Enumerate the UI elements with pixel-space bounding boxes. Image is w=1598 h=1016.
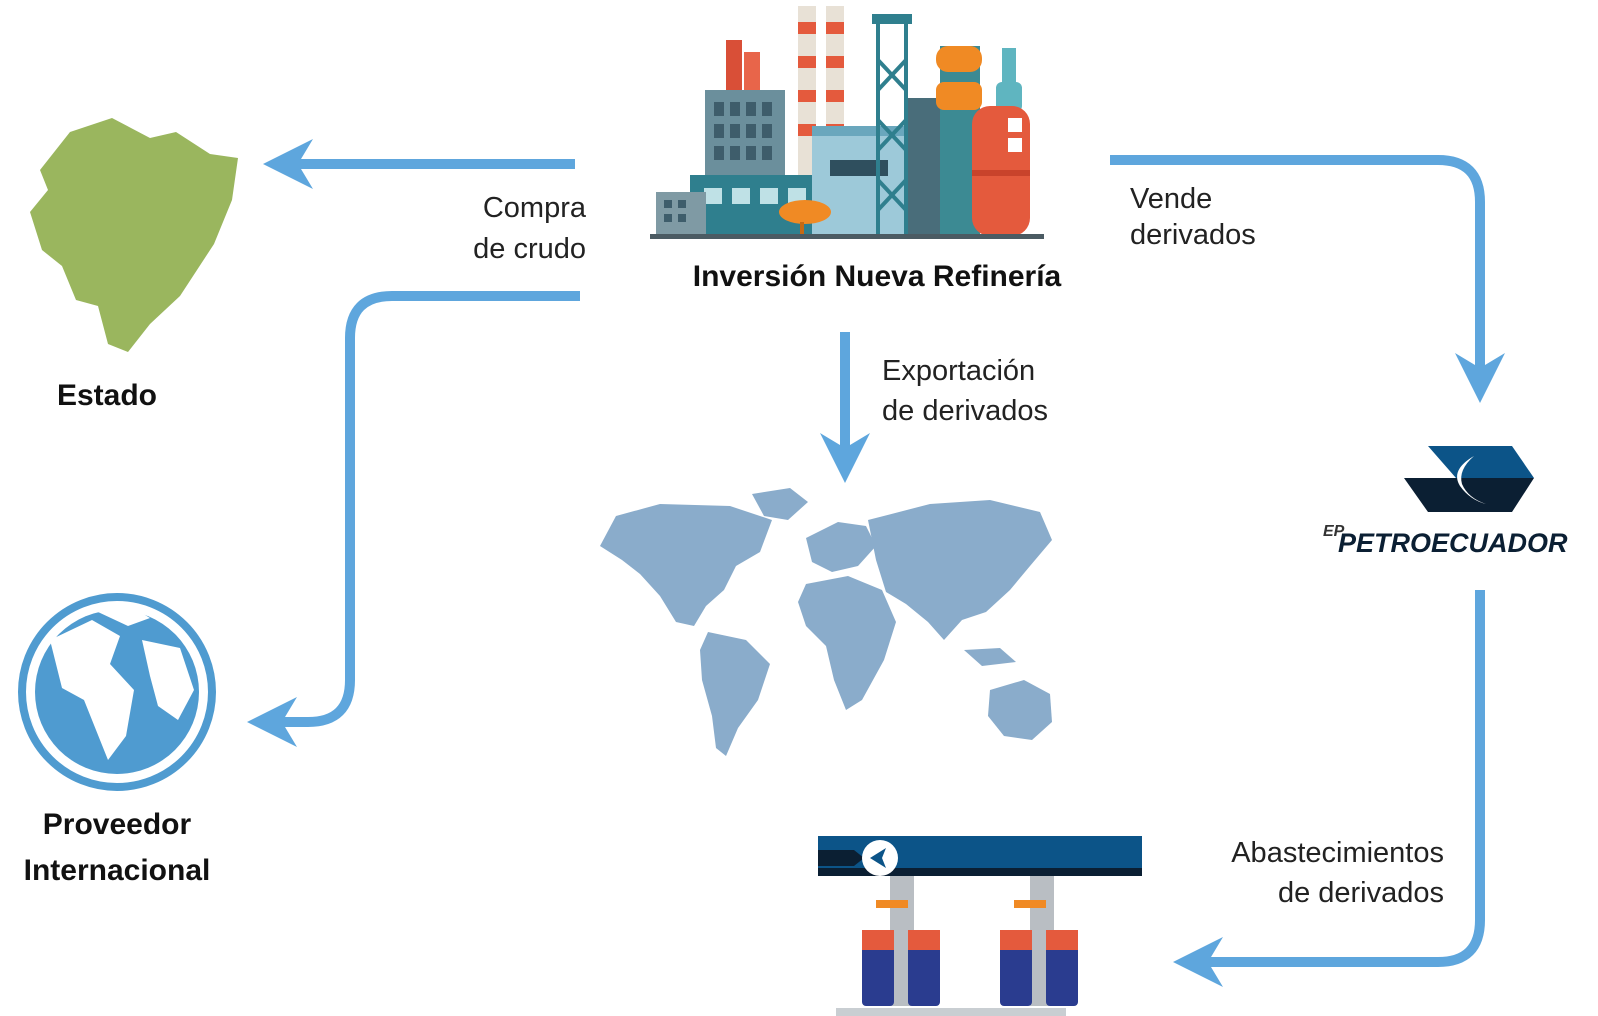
continent-africa <box>798 576 896 710</box>
supply-label-line1: Abastecimientos <box>1231 837 1444 869</box>
continent-europe <box>806 522 876 572</box>
export-label-line1: Exportación <box>882 355 1035 387</box>
arrow-petroecuador-to-station <box>1173 590 1485 987</box>
arrow-refinery-to-provider <box>247 291 580 747</box>
continent-asia <box>868 500 1052 640</box>
continent-north-america <box>600 504 772 626</box>
continent-islands <box>964 648 1016 666</box>
continent-south-america <box>700 632 770 756</box>
petroecuador-prefix: EP <box>1323 523 1345 540</box>
gas-station-icon <box>818 836 1142 1016</box>
vende-label-line1: Vende <box>1130 183 1212 215</box>
petroecuador-logo: EP PETROECUADOR <box>1323 446 1568 558</box>
compra-label-line2: de crudo <box>473 233 586 265</box>
arrow-refinery-to-petroecuador <box>1110 155 1505 403</box>
petroecuador-wordmark: PETROECUADOR <box>1338 528 1568 558</box>
refinery-icon <box>650 6 1044 239</box>
arrows <box>247 139 1505 987</box>
world-map-icon <box>600 488 1052 756</box>
provider-label-line1: Proveedor <box>43 808 192 841</box>
export-label-line2: de derivados <box>882 395 1048 427</box>
compra-label-line1: Compra <box>483 192 587 224</box>
continent-australia <box>988 680 1052 740</box>
estado-label: Estado <box>57 379 157 412</box>
ecuador-map-icon <box>30 118 238 352</box>
supply-label-line2: de derivados <box>1278 877 1444 909</box>
refinery-label: Inversión Nueva Refinería <box>693 260 1062 293</box>
vende-label-line2: derivados <box>1130 219 1256 251</box>
continent-greenland <box>752 488 808 520</box>
globe-icon <box>18 593 216 791</box>
provider-label-line2: Internacional <box>24 854 211 887</box>
